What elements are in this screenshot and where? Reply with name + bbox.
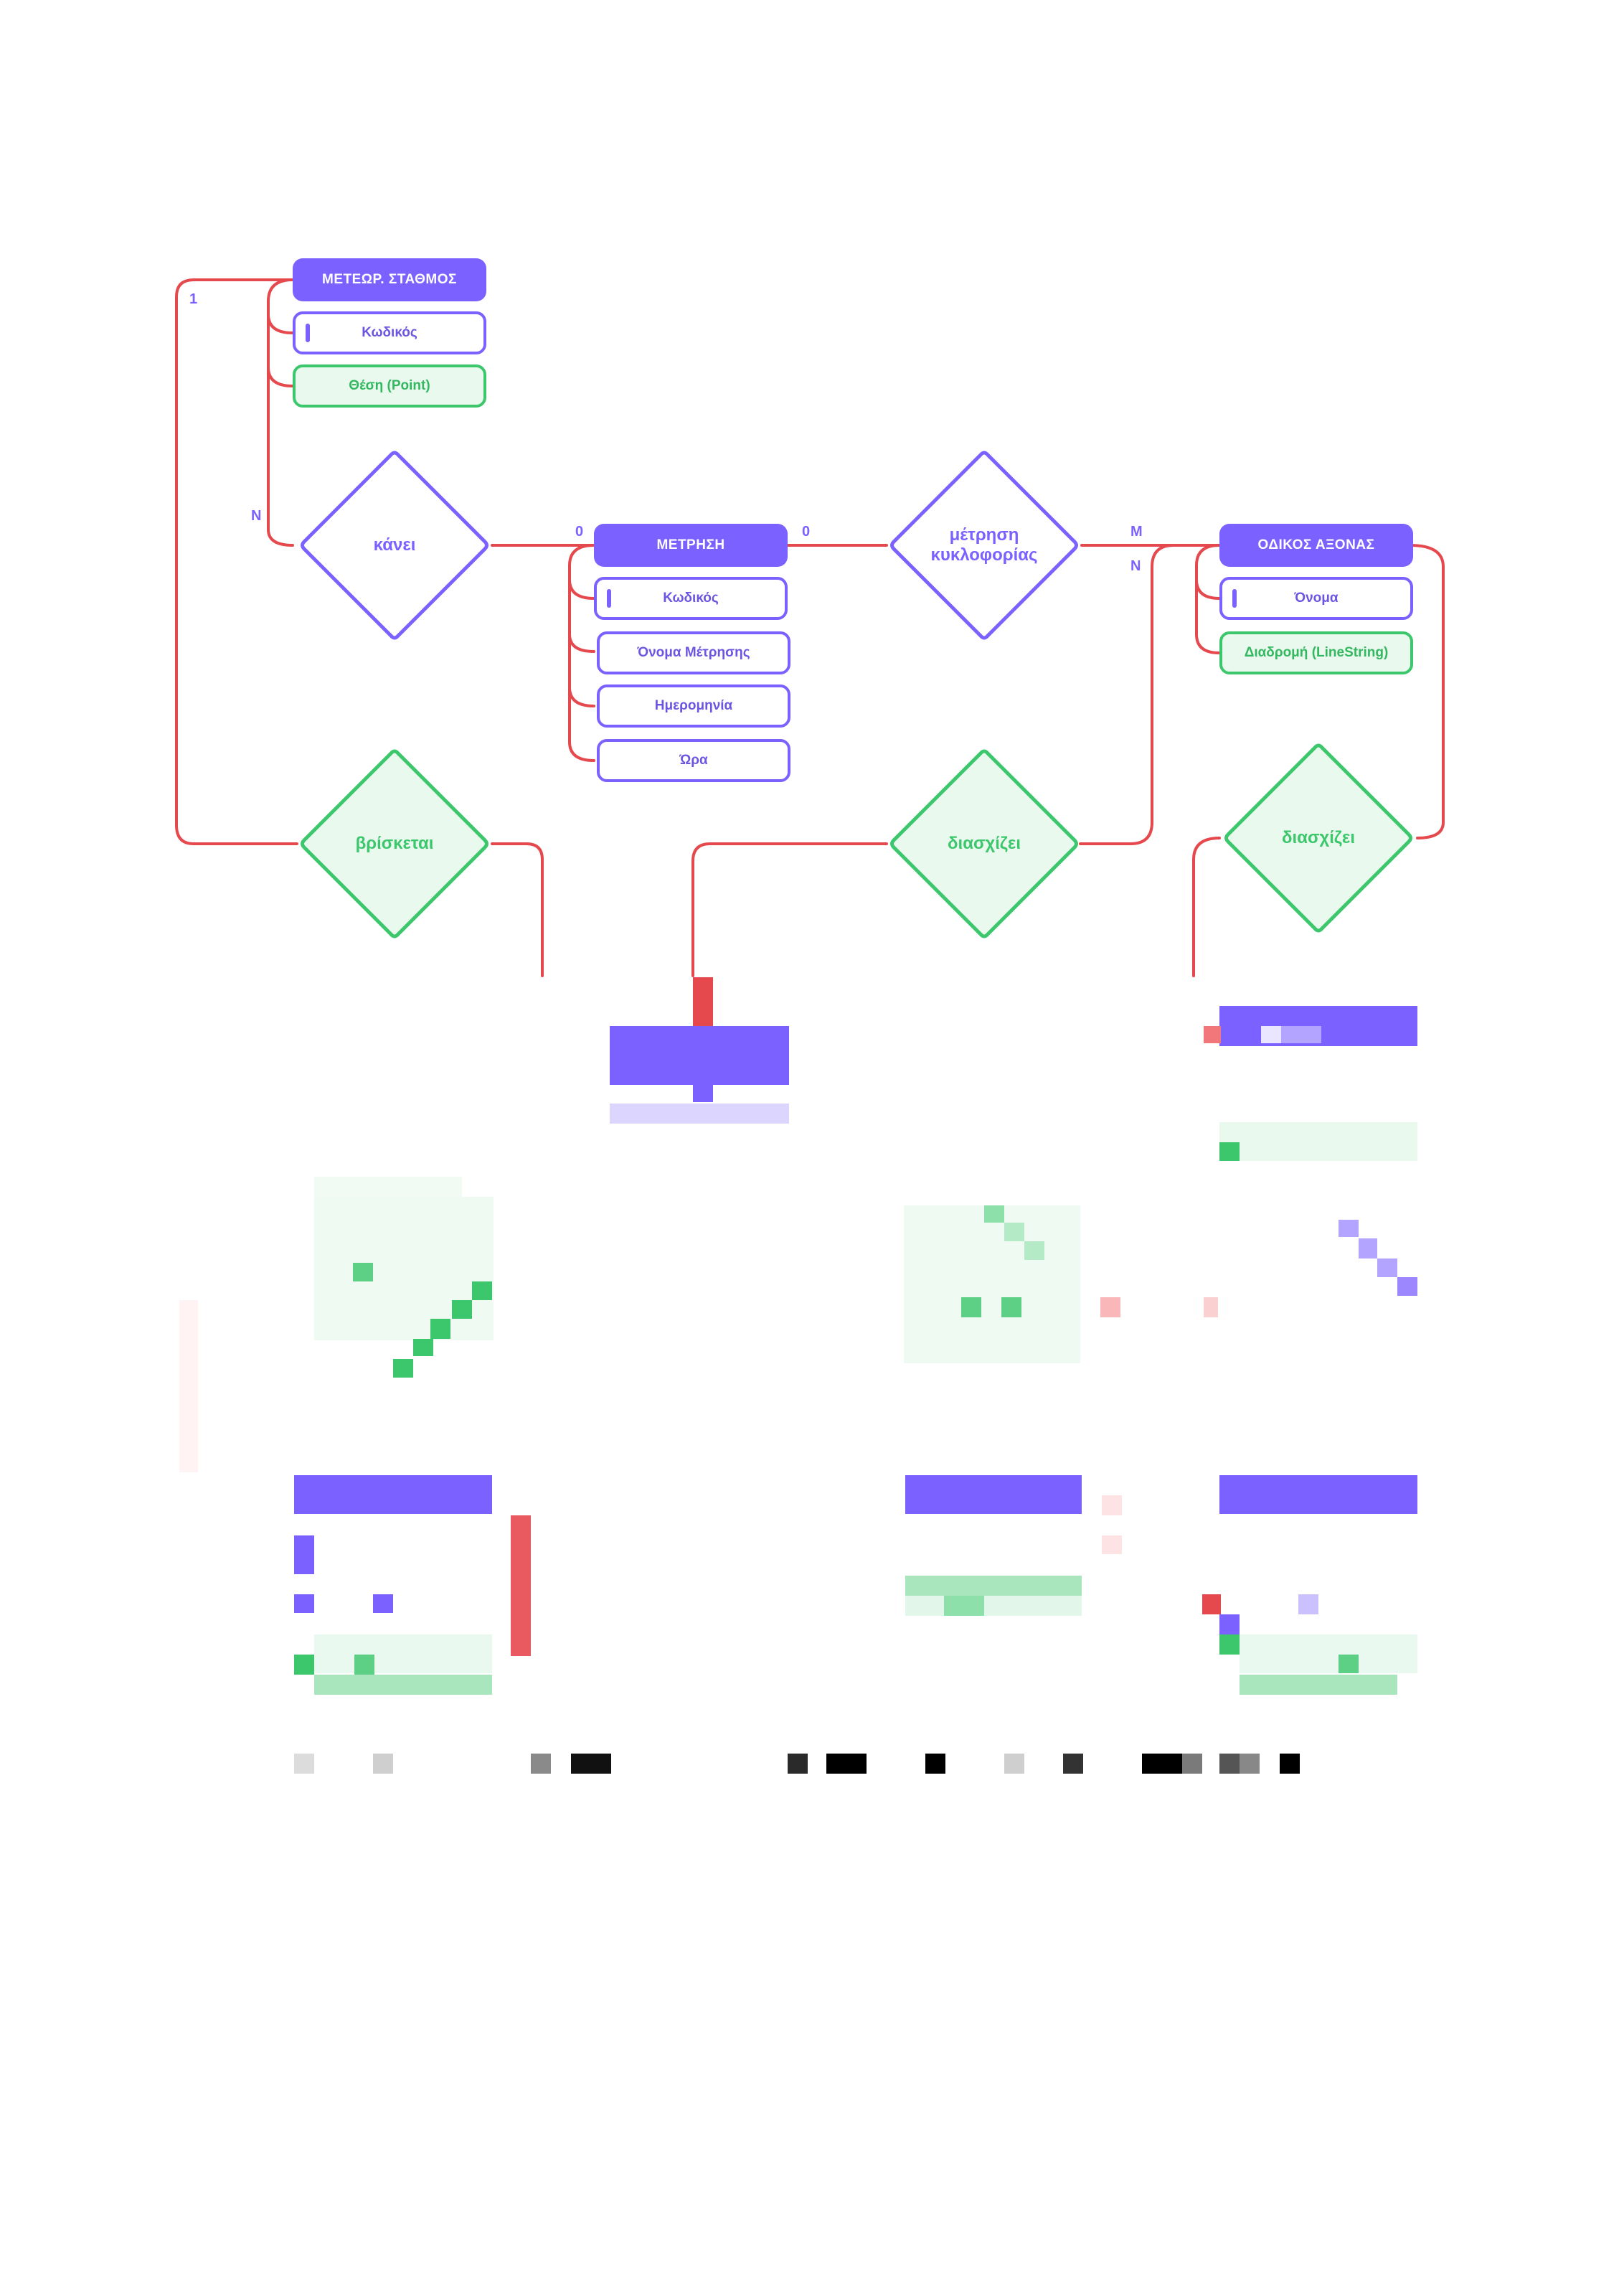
measurement-attr-time[interactable]: Ώρα [597, 739, 790, 782]
station-locates-line [175, 278, 298, 845]
station-attr-code[interactable]: Κωδικός [293, 311, 486, 354]
road-axis-attr-route[interactable]: Διαδρομή (LineString) [1219, 631, 1413, 674]
measurement-attr-tick-2 [568, 633, 595, 653]
station-attr-tick-2 [267, 366, 294, 387]
makes-diamond [301, 451, 488, 640]
measurement-attr-name[interactable]: Όνομα Μέτρησης [597, 631, 790, 674]
locates-diamond [301, 749, 488, 938]
station-attr-tick-1 [267, 313, 294, 334]
measurement-attr-code[interactable]: Κωδικός [594, 577, 788, 620]
crosses1-diamond [890, 749, 1078, 938]
locates-label[interactable]: βρίσκεται [355, 834, 434, 853]
road-axis-entity[interactable]: ΟΔΙΚΟΣ ΑΞΟΝΑΣ [1219, 524, 1413, 567]
crosses1-road-line [1079, 544, 1221, 845]
traffic-diamond [890, 451, 1078, 640]
measurement-entity[interactable]: ΜΕΤΡΗΣΗ [594, 524, 788, 567]
crosses2-label[interactable]: διασχίζει [1282, 828, 1355, 847]
traffic-label[interactable]: μέτρηση κυκλοφορίας [930, 525, 1038, 565]
road-axis-attr-name[interactable]: Όνομα [1219, 577, 1413, 620]
crosses2-down-line [1192, 837, 1221, 977]
locates-down-line [491, 842, 544, 977]
road-attr-tick-1 [1195, 578, 1221, 600]
crosses1-label[interactable]: διασχίζει [948, 834, 1021, 853]
measurement-attr-bracket [568, 544, 595, 762]
measurement-attr-tick-1 [568, 578, 595, 600]
cardinality-measurement-traffic-0: 0 [802, 524, 811, 540]
cardinality-station-1: 1 [189, 291, 198, 307]
crosses1-down-line [691, 842, 888, 977]
road-crosses2-line [1409, 544, 1445, 839]
cardinality-traffic-road-n: N [1130, 558, 1141, 574]
makes-label[interactable]: κάνει [373, 535, 416, 555]
measurement-attr-tick-3 [568, 686, 595, 707]
measurement-attr-date[interactable]: Ημερομηνία [597, 684, 790, 728]
station-attr-bracket [267, 278, 294, 547]
station-attr-position[interactable]: Θέση (Point) [293, 364, 486, 408]
road-attr-bracket [1195, 544, 1221, 654]
cardinality-makes-n: N [251, 508, 262, 524]
cardinality-traffic-road-m: M [1130, 524, 1143, 540]
station-entity[interactable]: ΜΕΤΕΩΡ. ΣΤΑΘΜΟΣ [293, 258, 486, 301]
cardinality-makes-measurement-0: 0 [575, 524, 584, 540]
crosses2-diamond [1224, 743, 1412, 933]
